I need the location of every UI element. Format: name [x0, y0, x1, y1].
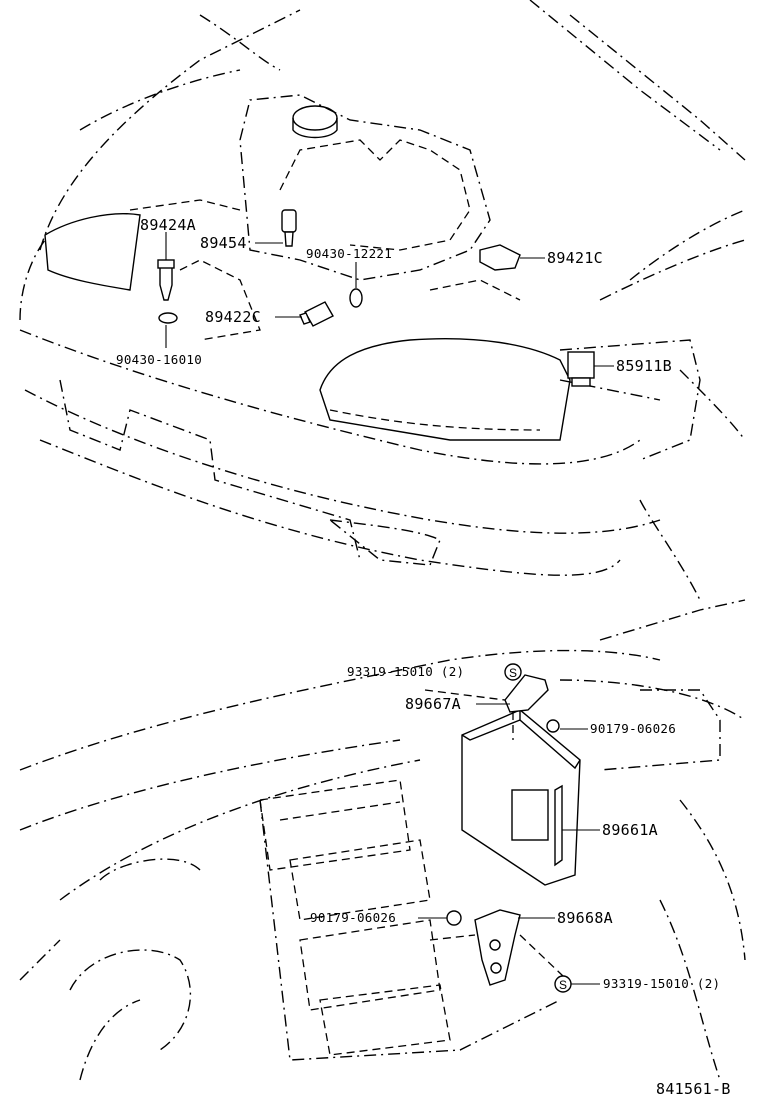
- label-89454: 89454: [200, 234, 247, 252]
- label-90179-06026-lower: 90179-06026: [310, 910, 397, 925]
- leader-lines-upper: [165, 232, 614, 367]
- sensor-89422c: [299, 301, 334, 327]
- screw-symbol-lower-text: S: [559, 978, 567, 992]
- figure-id: 841561-B: [656, 1080, 731, 1098]
- vehicle-front-outline: [19, 0, 746, 601]
- washer-90430-12221: [349, 288, 363, 308]
- label-89667a: 89667A: [405, 695, 461, 713]
- nut-90179-06026-upper: [546, 719, 560, 733]
- label-89422c: 89422C: [205, 308, 261, 326]
- label-90430-12221: 90430-12221: [306, 246, 393, 261]
- dashboard-outline: [19, 599, 746, 1081]
- label-89668a: 89668A: [557, 909, 613, 927]
- label-90179-06026-upper: 90179-06026: [590, 721, 677, 736]
- leader-lines-lower: [418, 689, 600, 985]
- label-89421c: 89421C: [547, 249, 603, 267]
- label-93319-15010-lower: 93319-15010 (2): [603, 976, 721, 991]
- label-89661a: 89661A: [602, 821, 658, 839]
- label-90430-16010: 90430-16010: [116, 352, 203, 367]
- label-89424a: 89424A: [140, 216, 196, 234]
- washer-90430-16010: [158, 312, 178, 324]
- ecu-89661a: [461, 709, 581, 886]
- sensor-89454: [281, 209, 297, 247]
- screw-symbol-upper-text: S: [509, 666, 517, 680]
- sensor-89421c: [479, 244, 521, 271]
- label-93319-15010-upper: 93319-15010 (2): [347, 664, 465, 679]
- bracket-89668a: [474, 909, 521, 986]
- relay-85911b: [567, 351, 595, 387]
- bracket-89667a: [504, 674, 549, 713]
- screw-symbol-lower: S: [554, 975, 572, 993]
- screw-symbol-upper: S: [504, 663, 522, 681]
- nut-90179-06026-lower: [446, 910, 462, 926]
- label-85911b: 85911B: [616, 357, 672, 375]
- sensor-89424a: [157, 259, 175, 301]
